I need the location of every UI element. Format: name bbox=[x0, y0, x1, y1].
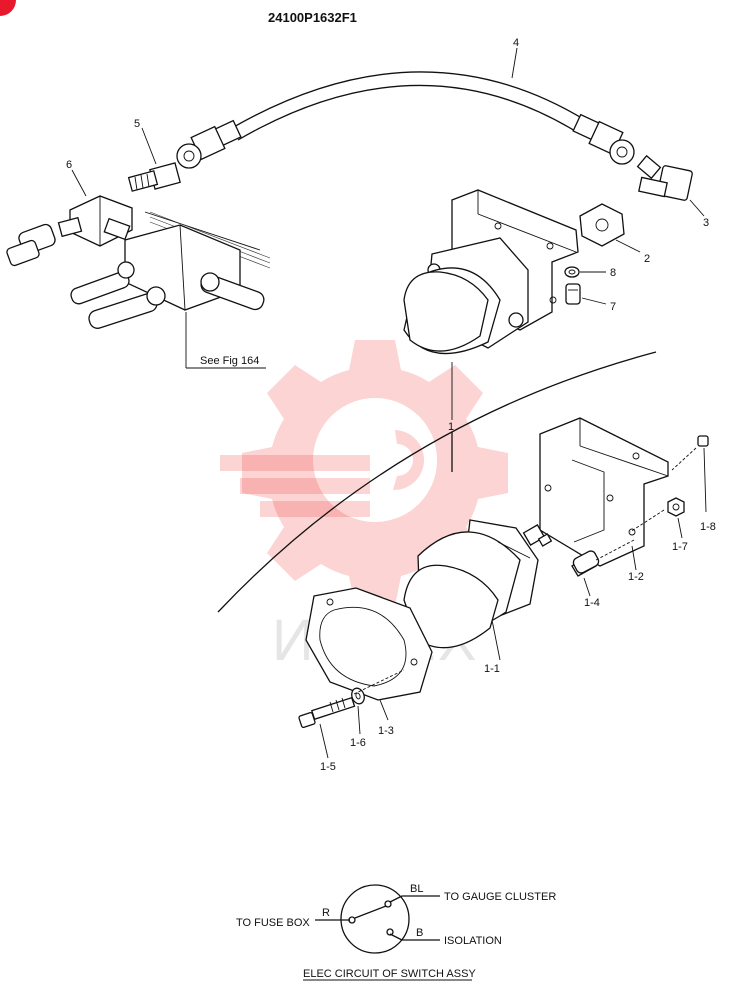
label-isolation: ISOLATION bbox=[444, 935, 502, 947]
switch-circuit bbox=[315, 884, 440, 954]
callout-1-3: 1-3 bbox=[378, 725, 394, 737]
elbow-part-3 bbox=[636, 154, 693, 201]
callout-1-5: 1-5 bbox=[320, 761, 336, 773]
nut-part-1-7 bbox=[667, 497, 685, 517]
screw-part-7 bbox=[565, 283, 581, 305]
label-wire-b: B bbox=[416, 927, 423, 939]
washer-part-8 bbox=[564, 266, 580, 278]
exploded-view-boundary-top bbox=[219, 351, 657, 611]
callout-6: 6 bbox=[66, 159, 72, 171]
callout-1: 1 bbox=[448, 421, 454, 433]
label-wire-r: R bbox=[322, 907, 330, 919]
callout-8: 8 bbox=[610, 267, 616, 279]
hex-adapter-part-2 bbox=[579, 203, 625, 247]
callout-4: 4 bbox=[513, 37, 519, 49]
switch-assembly-part-1 bbox=[403, 189, 579, 355]
hose-assembly bbox=[176, 71, 635, 169]
circuit-caption: ELEC CIRCUIT OF SWITCH ASSY bbox=[303, 968, 476, 980]
corner-mark bbox=[0, 0, 16, 16]
callout-1-4: 1-4 bbox=[584, 597, 600, 609]
switch-body bbox=[340, 884, 410, 954]
label-to-gauge-cluster: TO GAUGE CLUSTER bbox=[444, 891, 556, 903]
bracket-part-1-2 bbox=[539, 417, 669, 567]
callout-2: 2 bbox=[644, 253, 650, 265]
sender-unit-part-1-1 bbox=[403, 519, 553, 649]
adapter-part-5 bbox=[127, 162, 181, 192]
spacer-part-1-4 bbox=[571, 550, 600, 577]
label-to-fuse-box: TO FUSE BOX bbox=[236, 917, 310, 929]
manifold-block bbox=[70, 211, 271, 329]
label-wire-bl: BL bbox=[410, 883, 423, 895]
callout-1-2: 1-2 bbox=[628, 571, 644, 583]
callout-1-8: 1-8 bbox=[700, 521, 716, 533]
exploded-view-boundary-left bbox=[217, 609, 221, 613]
tee-fitting-part-6 bbox=[6, 195, 133, 267]
callout-1-1: 1-1 bbox=[484, 663, 500, 675]
callout-3: 3 bbox=[703, 217, 709, 229]
reference-note: See Fig 164 bbox=[200, 355, 259, 367]
drawing-number: 24100P1632F1 bbox=[268, 10, 357, 25]
callout-1-7: 1-7 bbox=[672, 541, 688, 553]
callout-7: 7 bbox=[610, 301, 616, 313]
callout-5: 5 bbox=[134, 118, 140, 130]
screw-part-1-8 bbox=[697, 435, 709, 447]
bolt-part-1-5 bbox=[298, 696, 356, 728]
callout-1-6: 1-6 bbox=[350, 737, 366, 749]
